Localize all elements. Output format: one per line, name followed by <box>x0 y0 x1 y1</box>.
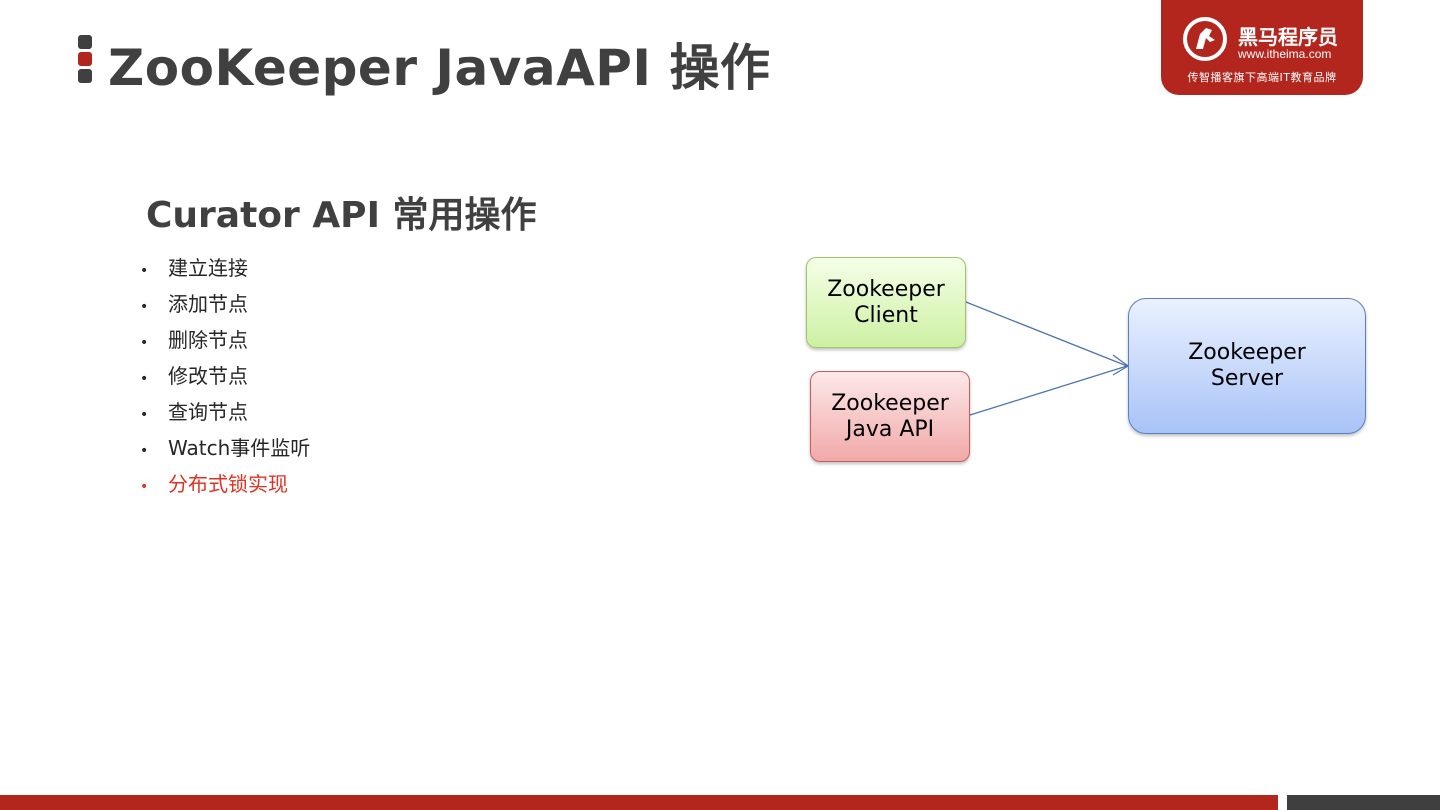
list-item: • 查询节点 <box>140 394 310 430</box>
list-item-highlighted: • 分布式锁实现 <box>140 466 310 502</box>
arrowhead-icon <box>1112 354 1130 376</box>
footer-bar-red <box>0 795 1278 810</box>
title-marker-square-bottom <box>78 69 92 83</box>
bullet-dot: • <box>140 443 149 459</box>
list-item: • 添加节点 <box>140 286 310 322</box>
zookeeper-java-api-box: Zookeeper Java API <box>810 371 970 462</box>
brand-url: www.itheima.com <box>1238 47 1332 61</box>
list-item: • Watch事件监听 <box>140 430 310 466</box>
zookeeper-client-box: Zookeeper Client <box>806 257 966 348</box>
list-item: • 修改节点 <box>140 358 310 394</box>
box-label-line2: Client <box>854 302 918 328</box>
section-subtitle: Curator API 常用操作 <box>146 195 537 236</box>
footer-bar-dark <box>1287 795 1440 810</box>
bullet-dot: • <box>140 479 149 495</box>
horse-emblem-icon <box>1183 17 1227 61</box>
list-item-text: 添加节点 <box>168 292 248 316</box>
list-item-text: 建立连接 <box>168 256 248 280</box>
bullet-dot: • <box>140 407 149 423</box>
list-item-text: Watch事件监听 <box>168 436 311 460</box>
bullet-dot: • <box>140 335 149 351</box>
box-label-line1: Zookeeper <box>827 276 945 302</box>
box-label-line2: Java API <box>845 416 935 442</box>
title-marker-square-top <box>78 35 92 49</box>
bullet-dot: • <box>140 263 149 279</box>
arrow-client-to-server <box>965 301 1128 367</box>
list-item-text: 删除节点 <box>168 328 248 352</box>
arrow-java-to-server <box>969 365 1128 416</box>
list-item-text: 查询节点 <box>168 400 248 424</box>
list-item-text: 分布式锁实现 <box>168 472 288 496</box>
operations-list: • 建立连接 • 添加节点 • 删除节点 • 修改节点 • 查询节点 • Watch事件监听… <box>140 250 310 502</box>
brand-name: 黑马程序员 <box>1238 25 1338 49</box>
brand-slogan: 传智播客旗下高端IT教育品牌 <box>1187 71 1337 84</box>
page-title: ZooKeeper JavaAPI 操作 <box>108 39 771 97</box>
bullet-dot: • <box>140 299 149 315</box>
list-item-text: 修改节点 <box>168 364 248 388</box>
zookeeper-server-box: Zookeeper Server <box>1128 298 1366 434</box>
box-label-line2: Server <box>1210 366 1284 391</box>
list-item: • 删除节点 <box>140 322 310 358</box>
title-marker-square-middle <box>78 52 92 66</box>
box-label-line1: Zookeeper <box>831 390 949 416</box>
brand-logo: 黑马程序员 www.itheima.com 传智播客旗下高端IT教育品牌 <box>1161 0 1363 95</box>
list-item: • 建立连接 <box>140 250 310 286</box>
title-marker <box>78 35 92 86</box>
box-label-line1: Zookeeper <box>1188 340 1306 365</box>
bullet-dot: • <box>140 371 149 387</box>
